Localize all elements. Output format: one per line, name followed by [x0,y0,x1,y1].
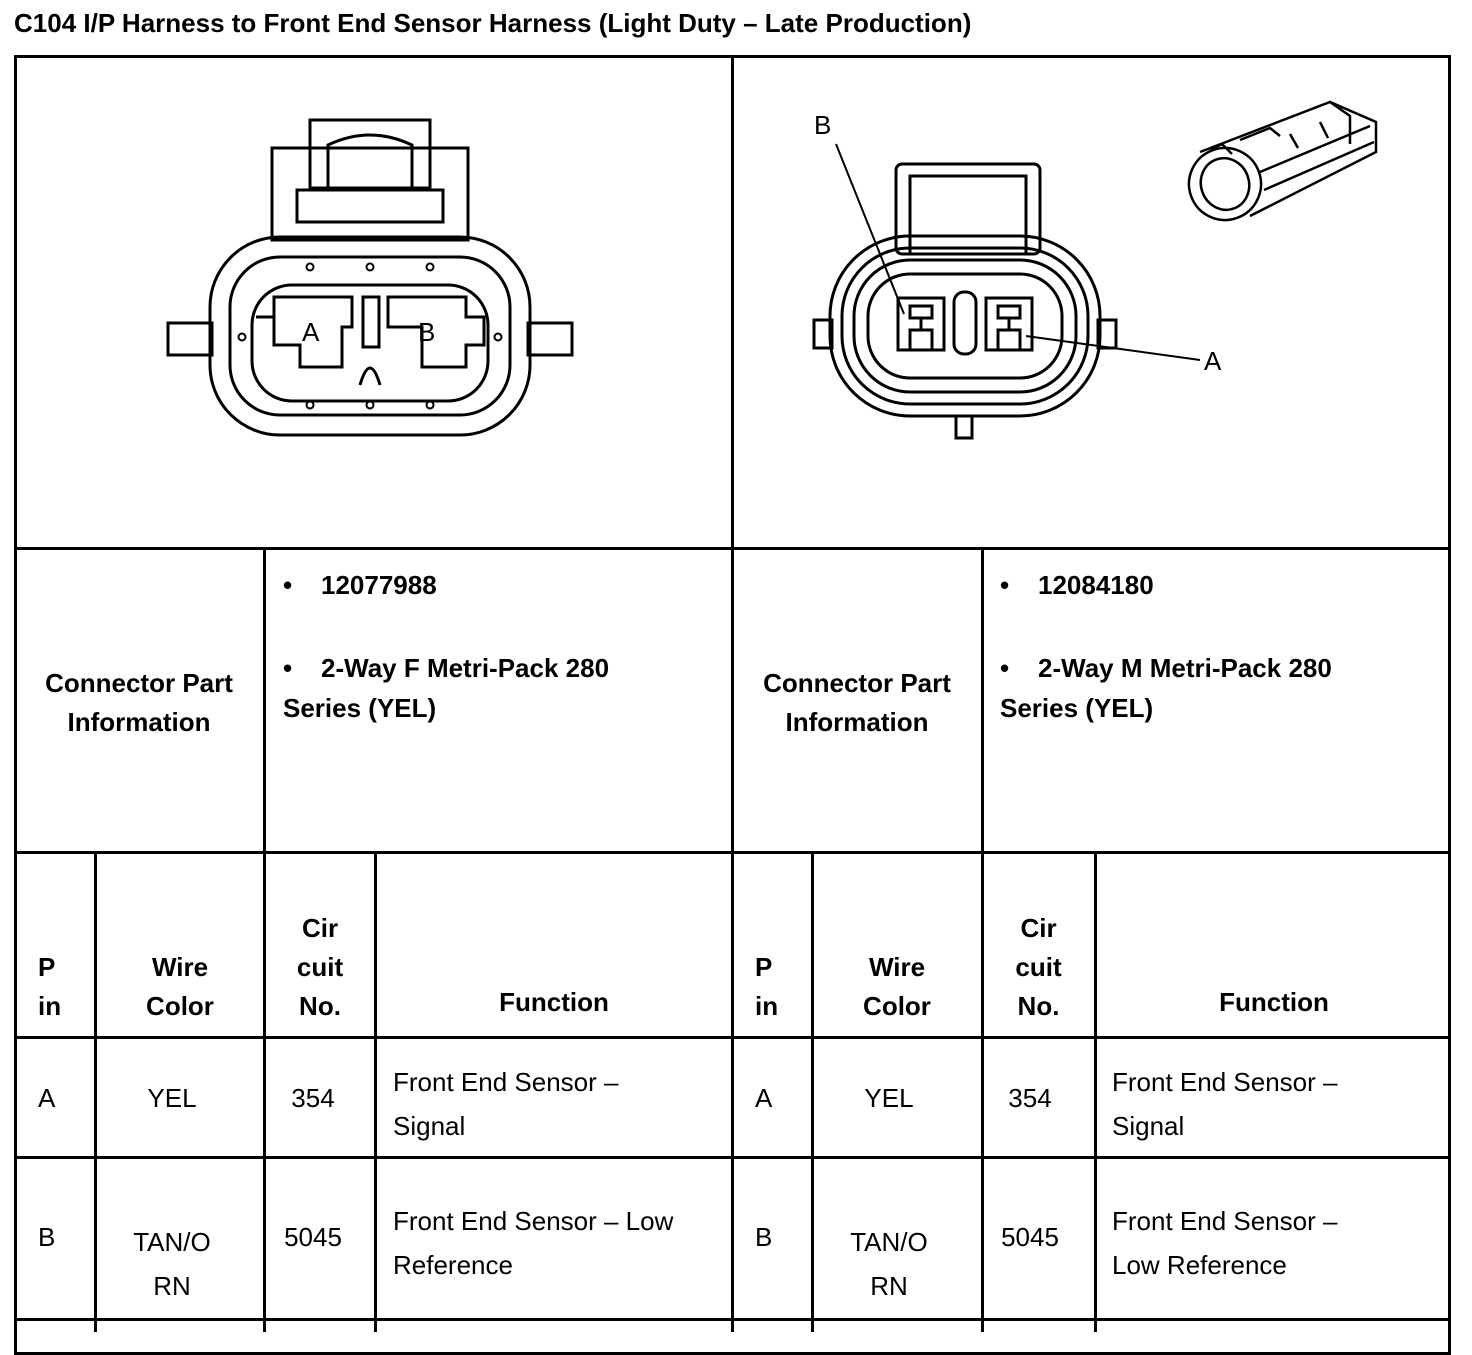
divider-left-pin [94,852,97,1332]
connector-isometric-icon [1187,100,1378,222]
divider-right-pin [811,852,814,1332]
left-pin-label-a: A [302,317,320,347]
right-row-a-color: YEL [864,1083,914,1113]
divider-row-a [14,1156,1451,1159]
left-part-description: •2-Way F Metri-Pack 280 Series (YEL) [283,653,610,723]
left-row-a-color: YEL [147,1083,197,1113]
left-header-function: Function [499,987,609,1017]
right-row-a-circuit: 354 [1008,1083,1052,1113]
right-part-number: •12084180 [1000,570,1154,600]
divider-header-row [14,1036,1451,1039]
right-row-b-function: Front End Sensor –Low Reference [1112,1206,1338,1280]
divider-image-row [14,547,1451,550]
page-title: C104 I/P Harness to Front End Sensor Har… [14,8,972,38]
left-row-a-function: Front End Sensor –Signal [393,1067,619,1141]
left-part-info-label: Connector Part Information [45,668,233,737]
right-header-function: Function [1219,987,1329,1017]
divider-right-info [981,548,984,1332]
female-connector-drawing: A B [166,118,574,437]
right-part-description: •2-Way M Metri-Pack 280 Series (YEL) [1000,653,1332,723]
divider-center [731,55,734,1332]
male-connector-drawing: B A [812,110,1222,440]
right-part-info-label: Connector Part Information [763,668,951,737]
right-row-b-pin: B [755,1222,773,1252]
right-pin-label-a: A [1204,346,1222,376]
divider-info-row [14,851,1451,854]
left-row-b-circuit: 5045 [284,1222,342,1252]
left-pin-label-b: B [418,317,435,347]
right-row-a-function: Front End Sensor –Signal [1112,1067,1338,1141]
divider-left-circuit [374,852,377,1332]
left-row-a-circuit: 354 [291,1083,335,1113]
divider-row-b [14,1318,1451,1321]
divider-right-circuit [1094,852,1097,1332]
left-part-number: •12077988 [283,570,437,600]
divider-left-info [263,548,266,1332]
right-row-b-circuit: 5045 [1001,1222,1059,1252]
right-pin-label-b: B [814,110,831,140]
left-row-a-pin: A [38,1083,56,1113]
right-row-a-pin: A [755,1083,773,1113]
left-row-b-pin: B [38,1222,56,1252]
